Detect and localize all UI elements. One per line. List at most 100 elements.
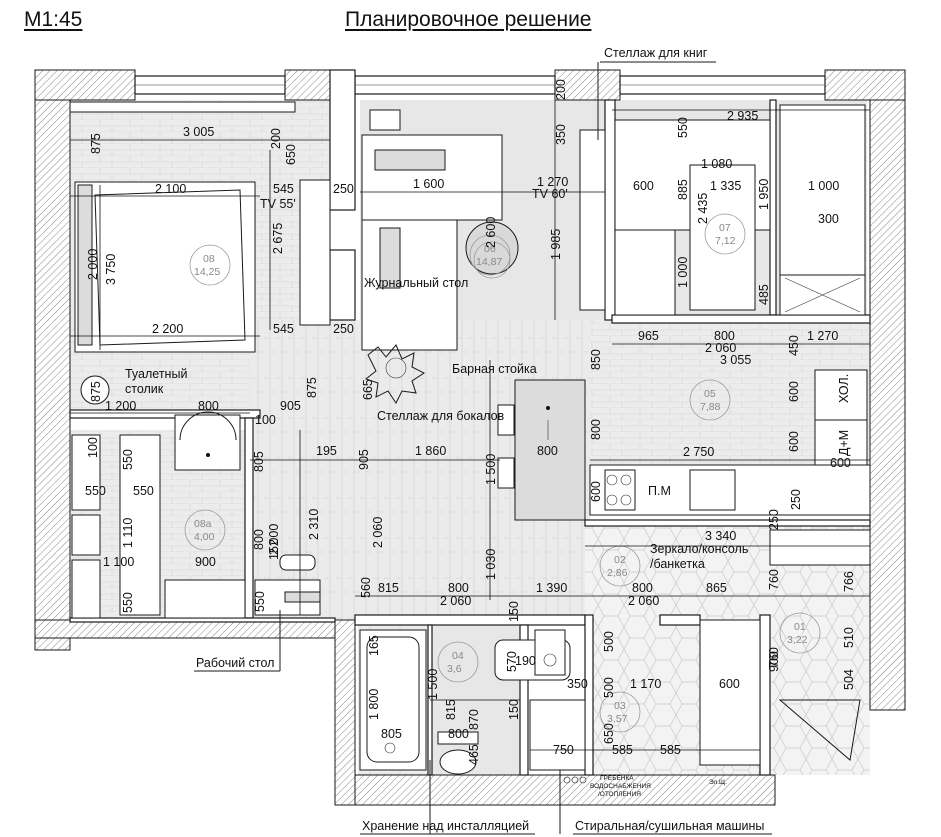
dimension-value: 250 [789, 489, 803, 510]
dimension-value: 1 985 [549, 229, 563, 260]
dimension-value: 1 500 [426, 669, 440, 700]
dimension-value: 2 935 [727, 109, 758, 123]
dimension-value: 2 310 [307, 509, 321, 540]
dimension-value: 800 [632, 581, 653, 595]
plan-labels: Стеллаж для книг Журнальный стол Барная … [125, 46, 851, 835]
dimension-value: 2 000 [267, 524, 281, 555]
dressing-table [174, 411, 241, 471]
label-comb-line2: ВОДОСНАБЖЕНИЯ [590, 783, 651, 790]
dimension-texts: 3 005 2 100 545 250 2 200 545 250 1 200 … [85, 109, 851, 757]
kids-bunk [614, 119, 771, 316]
label-hol: ХОЛ. [837, 374, 851, 403]
dimension-value: 865 [706, 581, 727, 595]
room-05-area: 7,88 [700, 401, 721, 413]
work-desk [254, 554, 321, 616]
label-pm: П.М [648, 484, 671, 498]
dimension-value: 900 [195, 555, 216, 569]
windows [134, 75, 826, 95]
room-markers [184, 213, 821, 733]
dimension-value: 2 000 [86, 249, 100, 280]
dimension-value: 504 [842, 669, 856, 690]
inner-wall-bath [334, 619, 356, 806]
dimension-value: 200 [269, 128, 283, 149]
dimension-value: 2 675 [271, 223, 285, 254]
dimension-value: 900 [767, 651, 781, 672]
dimension-value: 100 [86, 437, 100, 458]
dimension-value: 750 [553, 743, 574, 757]
dimension-value: 545 [273, 322, 294, 336]
dimension-value: 1 110 [121, 518, 135, 548]
room-05-num: 05 [704, 388, 716, 400]
dimension-value: 600 [787, 431, 801, 452]
room-07-num: 07 [719, 222, 731, 234]
label-elsh: Эл.Щ. [709, 779, 727, 786]
dimension-value: 800 [589, 419, 603, 440]
dimension-value: 2 100 [155, 182, 186, 196]
dimension-value: 1 335 [710, 179, 741, 193]
dimension-value: 2 060 [628, 594, 659, 608]
room-08-area: 14,25 [194, 266, 220, 278]
dimension-value: 800 [448, 581, 469, 595]
dimension-value: 152 [267, 539, 281, 560]
dimension-value: 600 [787, 381, 801, 402]
label-glass-rack: Стеллаж для бокалов [377, 409, 505, 423]
outer-wall-right [869, 69, 906, 711]
label-coffee-table: Журнальный стол [364, 276, 468, 290]
plant [364, 344, 425, 404]
label-dressing-table-line1: Туалетный [125, 367, 187, 381]
dimension-value: 550 [85, 484, 106, 498]
dimension-value: 485 [757, 284, 771, 305]
dimension-value: 875 [89, 133, 103, 154]
washing-machines [529, 699, 587, 784]
dimension-value: 1 100 [103, 555, 134, 569]
room-04-area: 3,6 [447, 663, 462, 675]
bar-counter [497, 379, 586, 521]
dimension-value: 3 750 [104, 254, 118, 285]
dimension-value: 875 [89, 381, 103, 402]
dimension-value: 600 [830, 456, 851, 470]
dimension-value: 600 [633, 179, 654, 193]
dimension-value: 1 600 [413, 177, 444, 191]
dimension-value: 2 435 [696, 193, 710, 224]
living-tv-unit [579, 129, 606, 311]
dimension-value: 165 [367, 635, 381, 656]
dimension-value: 250 [333, 182, 354, 196]
dimension-value: 805 [252, 451, 266, 472]
room-04-num: 04 [452, 650, 464, 662]
dimension-value: 870 [467, 709, 481, 730]
dimension-value: 2 200 [152, 322, 183, 336]
dimension-value: 650 [284, 144, 298, 165]
dimension-value: 100 [255, 413, 276, 427]
dimension-value: 760 [767, 569, 781, 590]
room-03-num: 03 [614, 700, 626, 712]
dimension-value: 560 [359, 577, 373, 598]
dimension-value: 1 080 [701, 157, 732, 171]
dimension-texts-vertical: 875 200 650 2 675 2 000 3 750 875 875 66… [86, 79, 856, 765]
dimension-value: 850 [589, 349, 603, 370]
dimension-value: 570 [505, 651, 519, 672]
dimension-value: 800 [714, 329, 735, 343]
dimension-value: 2 060 [440, 594, 471, 608]
dimension-value: 150 [507, 601, 521, 622]
room-08a-area: 4,00 [194, 531, 215, 543]
bed [74, 181, 256, 353]
dimension-value: 250 [333, 322, 354, 336]
bedroom-tv-unit [299, 179, 331, 326]
dimension-value: 1 000 [808, 179, 839, 193]
sofa [361, 134, 503, 351]
dimension-value: 250 [767, 509, 781, 530]
dimension-value: 2 060 [371, 517, 385, 548]
dimension-value: 510 [842, 627, 856, 648]
dimension-value: 1 200 [105, 399, 136, 413]
dimension-value: 965 [638, 329, 659, 343]
dimension-value: 815 [444, 699, 458, 720]
interior-walls [69, 69, 871, 776]
bedroom-wardrobe [69, 101, 296, 113]
label-tv55: TV 55' [260, 197, 296, 211]
dimension-value: 885 [676, 179, 690, 200]
dimension-value: 2 060 [705, 341, 736, 355]
entry-door [778, 699, 861, 761]
room-numbers: 08 14,25 06 14,87 07 7,12 05 7,88 08а 4,… [194, 222, 808, 725]
dimension-value: 1 390 [536, 581, 567, 595]
dimension-value: 3 055 [720, 353, 751, 367]
